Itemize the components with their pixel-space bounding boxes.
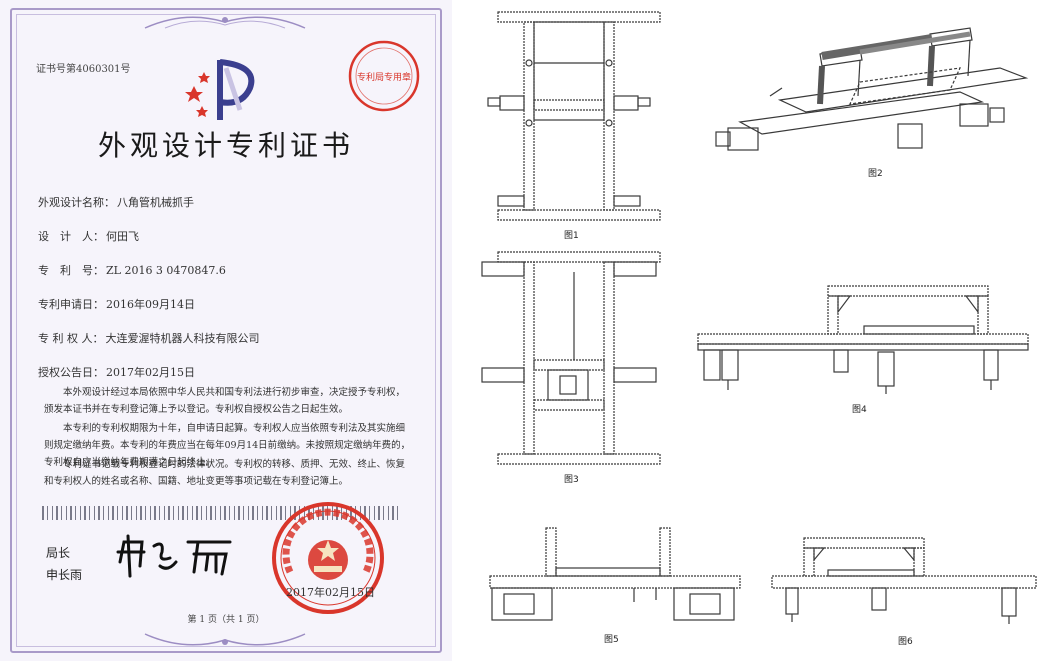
field-label: 专 利 权 人：: [38, 332, 104, 345]
field-designer: 设 计 人：何田飞: [38, 228, 139, 244]
field-label: 专 利 号：: [38, 264, 104, 277]
ornament-bottom: [144, 633, 306, 646]
figure-3-caption: 图3: [564, 475, 579, 485]
seal-top-text: 专利局专用章: [357, 71, 411, 83]
field-label: 专利申请日：: [38, 298, 104, 311]
field-value: ZL 2016 3 0470847.6: [106, 264, 226, 277]
field-value: 何田飞: [106, 230, 139, 243]
ornament-top: [144, 16, 306, 29]
field-value: 2017年02月15日: [106, 366, 195, 379]
figure-2-perspective: [715, 27, 1029, 151]
official-seal: [272, 502, 384, 614]
patent-office-logo: [185, 59, 255, 120]
field-design-name: 外观设计名称：八角管机械抓手: [38, 194, 194, 210]
figure-5-side-view: [489, 527, 741, 621]
figure-4-front-view: [697, 285, 1029, 394]
seal-top: 专利局专用章: [348, 40, 420, 112]
signer-title: 局长: [46, 546, 71, 560]
certificate-title: 外观设计专利证书: [97, 129, 354, 162]
figure-5-caption: 图5: [604, 635, 619, 645]
field-label: 授权公告日：: [38, 366, 104, 379]
figure-3-bottom-view: [481, 251, 661, 465]
field-value: 八角管机械抓手: [117, 196, 194, 209]
field-label: 外观设计名称：: [38, 196, 115, 209]
figure-1-caption: 图1: [564, 231, 579, 241]
field-application-date: 专利申请日：2016年09月14日: [38, 296, 195, 312]
paragraph-register: 专利证书记载专利权登记时的法律状况。专利权的转移、质押、无效、终止、恢复和专利权…: [44, 459, 406, 487]
figure-1-top-view: [487, 11, 661, 221]
field-patentee: 专 利 权 人：大连爱渥特机器人科技有限公司: [38, 330, 260, 346]
certificate-border: [10, 8, 442, 653]
field-grant-date: 授权公告日：2017年02月15日: [38, 364, 195, 380]
field-value: 大连爱渥特机器人科技有限公司: [105, 332, 260, 345]
figure-6-caption: 图6: [898, 637, 913, 647]
figure-2-caption: 图2: [868, 169, 883, 179]
signer-name: 申长雨: [46, 568, 83, 582]
paragraph-term: 本专利的专利权期限为十年，自申请日起算。专利权人应当依照专利法及其实施细则规定缴…: [44, 423, 411, 468]
page-number: 第 1 页（共 1 页）: [187, 615, 265, 625]
signature: [116, 534, 232, 578]
figure-6-rear-view: [771, 537, 1037, 624]
field-value: 2016年09月14日: [106, 298, 195, 311]
seal-date: 2017年02月15日: [286, 586, 375, 599]
field-patent-number: 专 利 号：ZL 2016 3 0470847.6: [38, 262, 226, 278]
field-label: 设 计 人：: [38, 230, 104, 243]
paragraph-grant: 本外观设计经过本局依照中华人民共和国专利法进行初步审查，决定授予专利权，颁发本证…: [44, 387, 406, 415]
figure-4-caption: 图4: [852, 405, 867, 415]
patent-certificate: 证书号第4060301号 专利局专用章 外观设计专利证书 外观设计名称：八角管机…: [0, 0, 452, 661]
certificate-number: 证书号第4060301号: [36, 64, 131, 75]
